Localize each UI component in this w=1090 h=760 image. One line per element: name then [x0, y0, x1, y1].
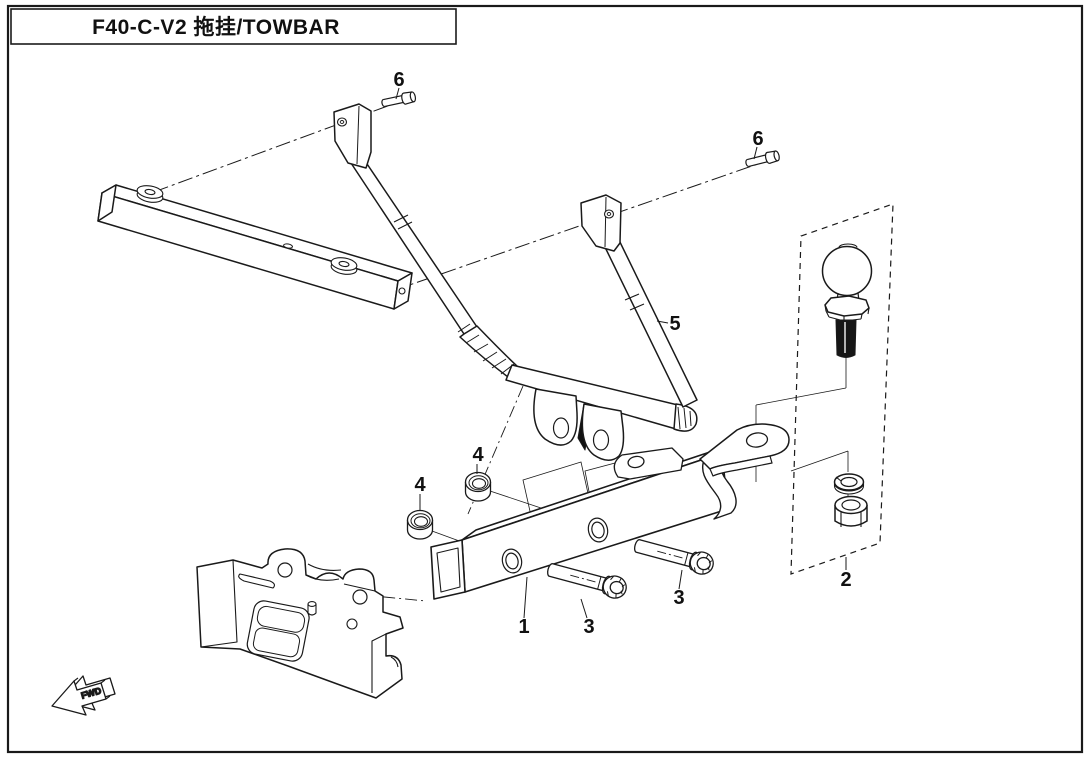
- part-callout-6-right: 6: [752, 128, 763, 150]
- title-box: [10, 8, 457, 45]
- clevis-tabs: [533, 388, 625, 461]
- outer-border: [6, 4, 1084, 754]
- bar-boss-1: [136, 185, 164, 203]
- receiver-small-hole: [346, 618, 358, 630]
- bar-boss-2: [330, 257, 358, 275]
- flange-bolt-left: [546, 563, 627, 599]
- ball-hex-flange: [824, 295, 870, 317]
- diagram-title: F40-C-V2 拖挂/TOWBAR: [92, 15, 340, 39]
- right-arm-tube: [602, 235, 698, 408]
- tube-collars: [393, 214, 645, 311]
- flange-bolt-right: [633, 539, 714, 575]
- tongue-ball-hole: [745, 432, 769, 448]
- drawing-border: F40-C-V2 拖挂/TOWBAR: [6, 4, 1084, 754]
- receiver-beam-axis: [207, 579, 427, 602]
- clevis-hole-2: [592, 429, 610, 451]
- tongue-plate: [699, 423, 790, 477]
- bolt-6-left: [381, 91, 417, 108]
- beam-top-tab: [613, 447, 684, 480]
- hitch-ball: [821, 243, 873, 358]
- part-callout-4-upper: 4: [472, 444, 484, 466]
- bar-left-cap: [97, 184, 117, 222]
- tongue-edge: [709, 455, 773, 477]
- receiver-bracket: [196, 548, 404, 699]
- bolt-6-right: [745, 150, 780, 168]
- part-callout-1: 1: [518, 616, 529, 638]
- left-arm-tube: [348, 154, 478, 335]
- hitch-ball-kit: [821, 243, 873, 527]
- left-mount-bracket: [333, 103, 372, 169]
- bar-small-hole: [283, 243, 293, 249]
- part-callout-5: 5: [669, 313, 680, 335]
- clevis-hole-1: [552, 417, 570, 439]
- receiver-lug-hole-2: [352, 589, 368, 605]
- kit-box-dashed: [790, 203, 894, 575]
- bar-end-hole: [398, 287, 406, 295]
- leader-lines: [395, 87, 847, 619]
- bar-front-face: [97, 192, 399, 310]
- lock-washer: [833, 473, 865, 495]
- bend-ribs: [457, 323, 692, 430]
- alignment-line-right: [397, 157, 776, 290]
- part-callout-3-right: 3: [673, 587, 684, 609]
- receiver-pin: [307, 601, 317, 616]
- callouts: 6 6 5 4 4 1 3 3 2: [393, 69, 851, 638]
- part-callout-2: 2: [840, 569, 851, 591]
- flange-nut-lower: [406, 509, 434, 540]
- fwd-arrow-front: [51, 680, 107, 716]
- mounting-bar: [97, 184, 413, 310]
- part-callout-4-lower: 4: [414, 474, 426, 496]
- right-mount-bracket: [580, 194, 622, 252]
- towbar-frame-part5: [333, 103, 698, 461]
- receiver-latch-recess: [246, 600, 310, 662]
- ball-axis-upper: [755, 357, 847, 406]
- ball-threaded-shank: [835, 319, 857, 358]
- beam-end-bore: [436, 547, 461, 593]
- part-callout-6-left: 6: [393, 69, 404, 91]
- beam-top-tab-hole: [627, 455, 645, 469]
- beam-hole-1: [501, 548, 523, 574]
- flange-nut-upper: [464, 471, 492, 502]
- beam-hole-2: [587, 517, 609, 543]
- part-callout-3-left: 3: [583, 616, 594, 638]
- main-beam-part1: [430, 423, 790, 600]
- hex-nut: [834, 495, 868, 527]
- receiver-lug-hole-1: [277, 562, 293, 578]
- clevis-tab-1: [533, 388, 578, 446]
- receiver-details: [200, 559, 399, 693]
- fwd-direction-icon: FWD: [51, 675, 116, 716]
